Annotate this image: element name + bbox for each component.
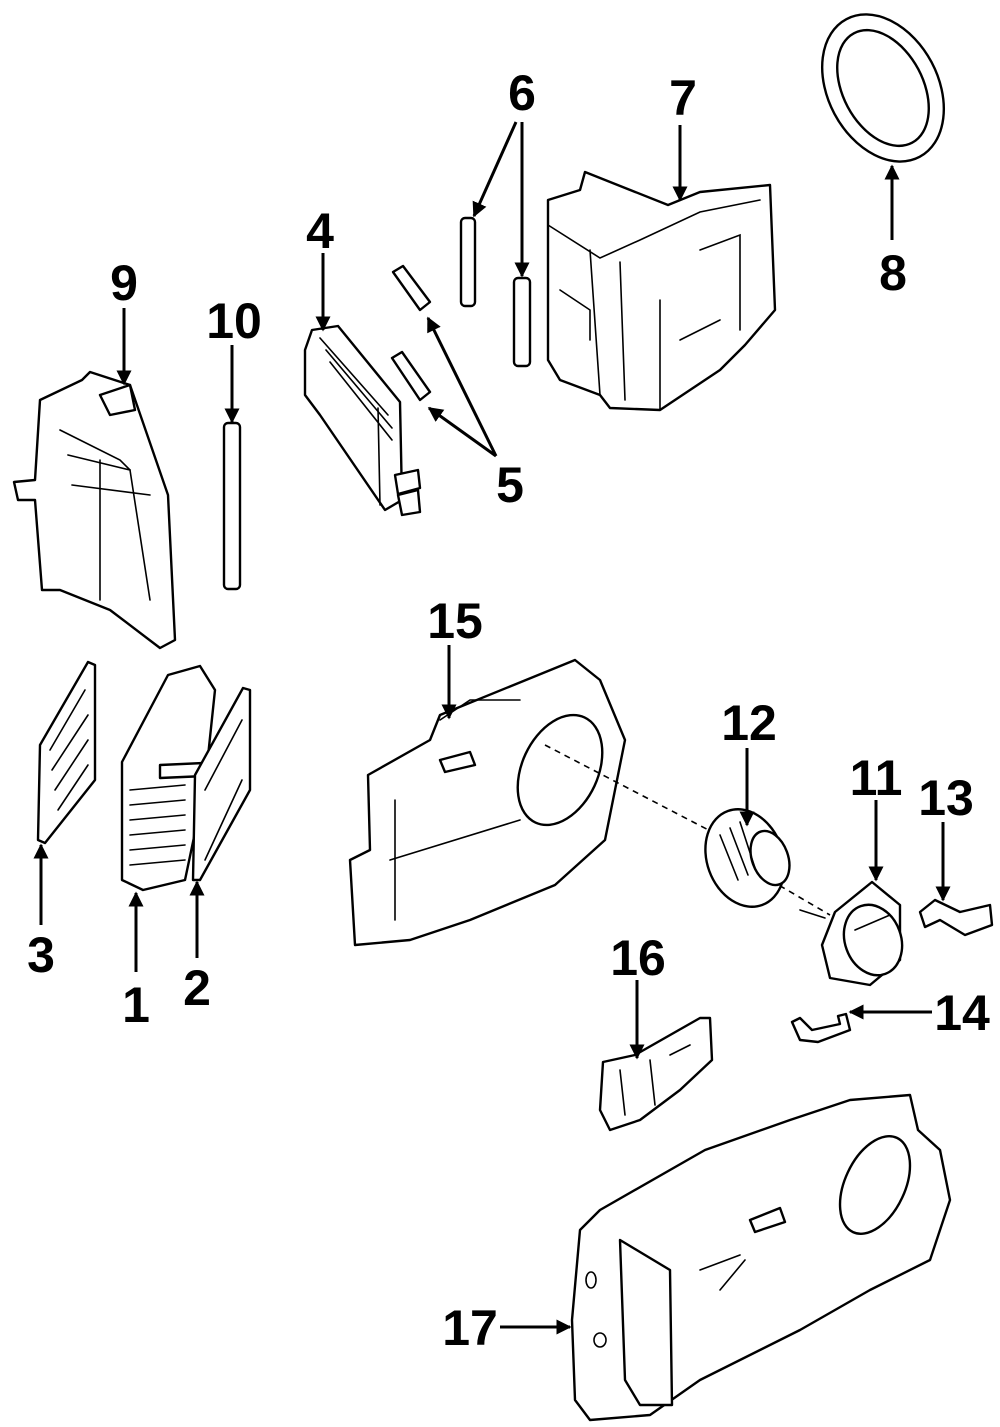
part-14-clamp[interactable] bbox=[790, 1012, 852, 1044]
callout-7: 7 bbox=[669, 70, 697, 126]
callout-10: 10 bbox=[206, 293, 262, 349]
callout-9: 9 bbox=[110, 255, 138, 311]
callout-1: 1 bbox=[122, 977, 150, 1033]
part-13-bracket[interactable] bbox=[918, 898, 994, 937]
part-4-heater-core[interactable] bbox=[303, 324, 422, 517]
part-17-lower-housing[interactable] bbox=[570, 1093, 952, 1422]
callout-17: 17 bbox=[442, 1300, 498, 1356]
leader-lines bbox=[33, 121, 951, 1335]
part-10-seal[interactable] bbox=[222, 421, 242, 591]
callout-5: 5 bbox=[496, 457, 524, 513]
callout-11: 11 bbox=[850, 750, 903, 806]
callout-16: 16 bbox=[610, 930, 666, 986]
part-6-seal-lower[interactable] bbox=[512, 276, 532, 368]
part-16-resistor[interactable] bbox=[598, 1016, 714, 1132]
part-9-lower-case[interactable] bbox=[12, 370, 177, 650]
callout-13: 13 bbox=[918, 770, 974, 826]
part-11-blower-motor[interactable] bbox=[799, 880, 912, 987]
callout-14: 14 bbox=[934, 985, 990, 1041]
callout-15: 15 bbox=[427, 593, 483, 649]
part-12-blower-wheel[interactable] bbox=[692, 798, 798, 918]
part-2-seal-frame[interactable] bbox=[191, 686, 252, 882]
callout-2: 2 bbox=[183, 960, 211, 1016]
part-7-upper-case[interactable] bbox=[546, 170, 777, 412]
part-1-evaporator-core[interactable] bbox=[120, 664, 230, 892]
callout-8: 8 bbox=[879, 245, 907, 301]
part-6-seal-upper[interactable] bbox=[459, 216, 477, 308]
callout-3: 3 bbox=[27, 927, 55, 983]
part-5-seal-lower[interactable] bbox=[390, 350, 432, 402]
callout-4: 4 bbox=[306, 203, 334, 259]
part-8-seal-ring[interactable] bbox=[798, 0, 968, 183]
part-5-seal-upper[interactable] bbox=[391, 264, 432, 312]
callout-12: 12 bbox=[721, 695, 777, 751]
callout-6: 6 bbox=[508, 65, 536, 121]
part-15-blower-housing[interactable] bbox=[348, 658, 627, 947]
part-3-screen[interactable] bbox=[36, 660, 97, 845]
